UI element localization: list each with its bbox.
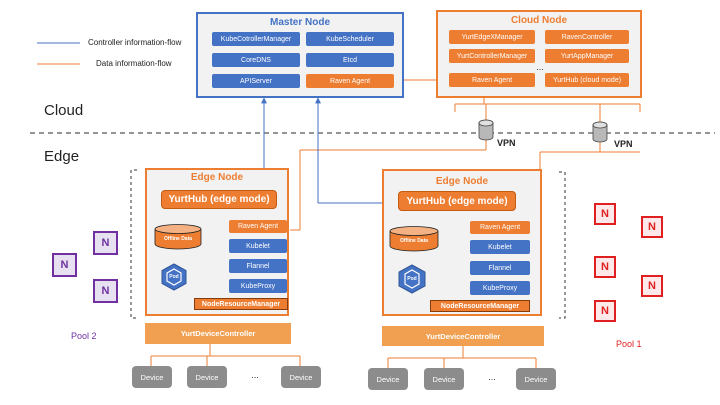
- edge-node-1-pod-label: Pod: [169, 274, 179, 280]
- edge-node-2-raven-agent: Raven Agent: [470, 221, 530, 234]
- legend-controller-flow: Controller information-flow: [88, 38, 182, 47]
- edge-node-2-yurthub: YurtHub (edge mode): [398, 191, 516, 211]
- master-raven-agent-box: Raven Agent: [306, 74, 394, 88]
- vpn-cylinder-icon: [592, 121, 608, 143]
- edge-node-1-offline-label: Offline Data: [163, 236, 193, 242]
- edge-node-1-title: Edge Node: [190, 172, 244, 183]
- edge-node-2-title: Edge Node: [435, 176, 489, 187]
- etcd-box: Etcd: [306, 53, 394, 67]
- pod-hexagon-icon: [398, 264, 426, 294]
- master-node-title: Master Node: [269, 17, 330, 28]
- pool2-node: N: [93, 279, 118, 303]
- vpn-cylinder-icon: [478, 119, 494, 141]
- pod-hexagon-icon: [161, 263, 187, 291]
- edge-node-1-device-1: Device: [132, 366, 172, 388]
- pool2-node: N: [52, 253, 77, 277]
- edge-node-1-yurthub: YurtHub (edge mode): [161, 190, 277, 209]
- yurtappmanager-box: YurtAppManager: [545, 49, 629, 63]
- vpn-label-1: VPN: [497, 138, 516, 148]
- edge-node-2-flannel: Flannel: [470, 261, 530, 275]
- cloud-node-ellipsis: ...: [536, 62, 544, 72]
- edge-node-1-flannel: Flannel: [229, 259, 287, 273]
- edge-node-2-kubelet: Kubelet: [470, 240, 530, 254]
- pool1-node: N: [594, 203, 616, 225]
- edge-node-2-device-2: Device: [424, 368, 464, 390]
- edge-node-2-device-3: Device: [516, 368, 556, 390]
- coredns-box: CoreDNS: [212, 53, 300, 67]
- edge-node-1-device-3: Device: [281, 366, 321, 388]
- vpn-label-2: VPN: [614, 139, 633, 149]
- kubescheduler-box: KubeScheduler: [306, 32, 394, 46]
- edge-node-2-pod-label: Pod: [407, 276, 417, 282]
- edge-node-1-device-ellipsis: ...: [251, 370, 259, 380]
- edge-node-1-yurtdevicecontroller: YurtDeviceController: [145, 323, 291, 344]
- cloud-node-title: Cloud Node: [510, 15, 568, 26]
- edge-node-1-noderesourcemanager: NodeResourceManager: [194, 298, 288, 310]
- offline-data-cylinder-icon: [154, 224, 202, 250]
- edge-node-1-kubeproxy: KubeProxy: [229, 279, 287, 293]
- cloud-section-label: Cloud: [44, 102, 84, 119]
- pool1-node: N: [641, 275, 663, 297]
- yurtcontrollermanager-box: YurtControllerManager: [449, 49, 535, 63]
- kubecontrollermanager-box: KubeCotrollerManager: [212, 32, 300, 46]
- pool1-label: Pool 1: [616, 339, 642, 349]
- pool2-label: Pool 2: [71, 331, 97, 341]
- edge-node-1-raven-agent: Raven Agent: [229, 220, 287, 233]
- pool1-node: N: [594, 300, 616, 322]
- legend-data-flow: Data information-flow: [96, 59, 172, 68]
- pool2-node: N: [93, 231, 118, 255]
- ravencontroller-box: RavenController: [545, 30, 629, 44]
- edge-node-2-yurtdevicecontroller: YurtDeviceController: [382, 326, 544, 346]
- offline-data-cylinder-icon: [389, 226, 439, 252]
- yurtedgexmanager-box: YurtEdgeXManager: [449, 30, 535, 44]
- edge-node-2-offline-label: Offline Data: [399, 238, 429, 244]
- pool1-node: N: [594, 256, 616, 278]
- edge-node-2-device-ellipsis: ...: [488, 372, 496, 382]
- edge-node-2-noderesourcemanager: NodeResourceManager: [430, 300, 530, 312]
- cloud-raven-agent-box: Raven Agent: [449, 73, 535, 87]
- edge-node-2-device-1: Device: [368, 368, 408, 390]
- apiserver-box: APIServer: [212, 74, 300, 88]
- edge-section-label: Edge: [44, 148, 80, 165]
- edge-node-1-device-2: Device: [187, 366, 227, 388]
- edge-node-1-kubelet: Kubelet: [229, 239, 287, 253]
- yurthub-cloud-mode-box: YurtHub (cloud mode): [545, 73, 629, 87]
- edge-node-2-kubeproxy: KubeProxy: [470, 281, 530, 295]
- pool1-node: N: [641, 216, 663, 238]
